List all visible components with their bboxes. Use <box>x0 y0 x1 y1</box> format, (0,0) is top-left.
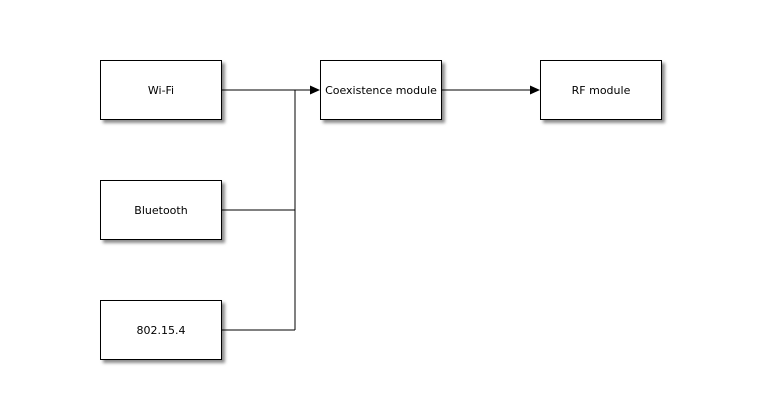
node-802-15-4-label: 802.15.4 <box>136 323 186 337</box>
arrow-head-coexistence <box>310 85 320 95</box>
node-bluetooth: Bluetooth <box>100 180 222 240</box>
node-coexistence-module: Coexistence module <box>320 60 442 120</box>
node-802-15-4: 802.15.4 <box>100 300 222 360</box>
node-bluetooth-label: Bluetooth <box>134 203 188 217</box>
arrow-head-rf <box>530 85 540 95</box>
node-rf-module: RF module <box>540 60 662 120</box>
node-rf-module-label: RF module <box>571 83 631 97</box>
node-wifi-label: Wi-Fi <box>147 83 175 97</box>
node-coexistence-module-label: Coexistence module <box>325 83 437 97</box>
node-wifi: Wi-Fi <box>100 60 222 120</box>
